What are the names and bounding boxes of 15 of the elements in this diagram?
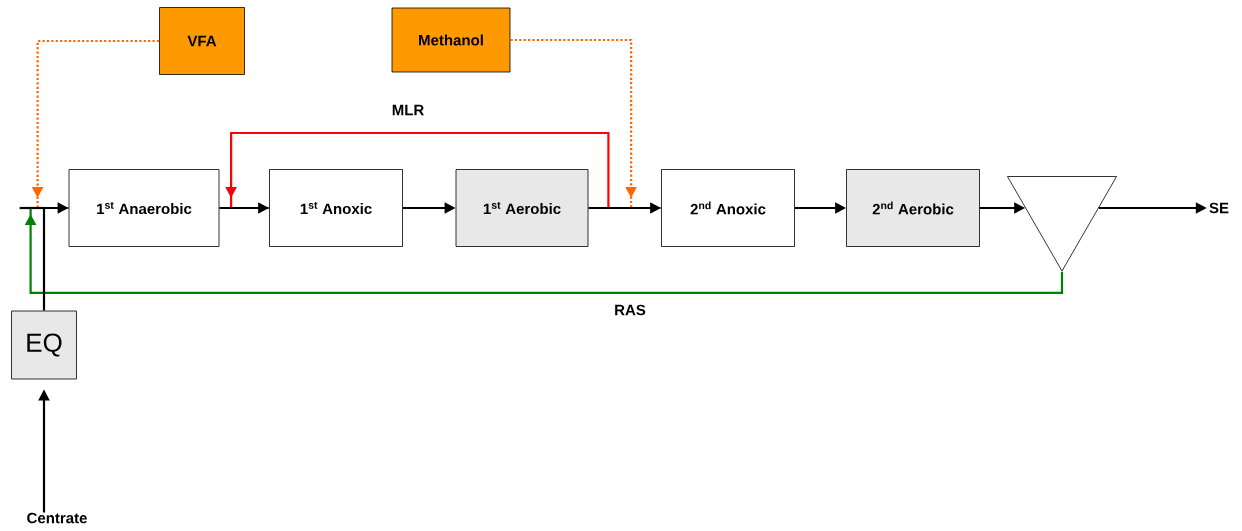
dosing-box: VFA — [159, 7, 245, 75]
tank-box: 2$^{nd}$ Anoxic — [661, 169, 795, 247]
tank-box: 1$^{st}$ Anaerobic — [68, 169, 220, 247]
outlet-label: SE — [1209, 202, 1229, 214]
tank-box: 1$^{st}$ Anoxic — [269, 169, 403, 247]
inlet-label: Centrate — [27, 512, 87, 524]
equalization-tank-box: EQ — [11, 310, 77, 380]
aerated-tank-box: 1$^{st}$ Aerobic — [455, 169, 589, 247]
arrow — [510, 38, 662, 210]
clarifier-triangle — [1007, 176, 1117, 272]
edge-label: RAS — [613, 303, 647, 317]
dosing-box: Methanol — [391, 7, 511, 73]
aerated-tank-box: 2$^{nd}$ Aerobic — [846, 169, 980, 247]
arrow — [24, 206, 1064, 294]
edge-label: MLR — [390, 103, 426, 117]
